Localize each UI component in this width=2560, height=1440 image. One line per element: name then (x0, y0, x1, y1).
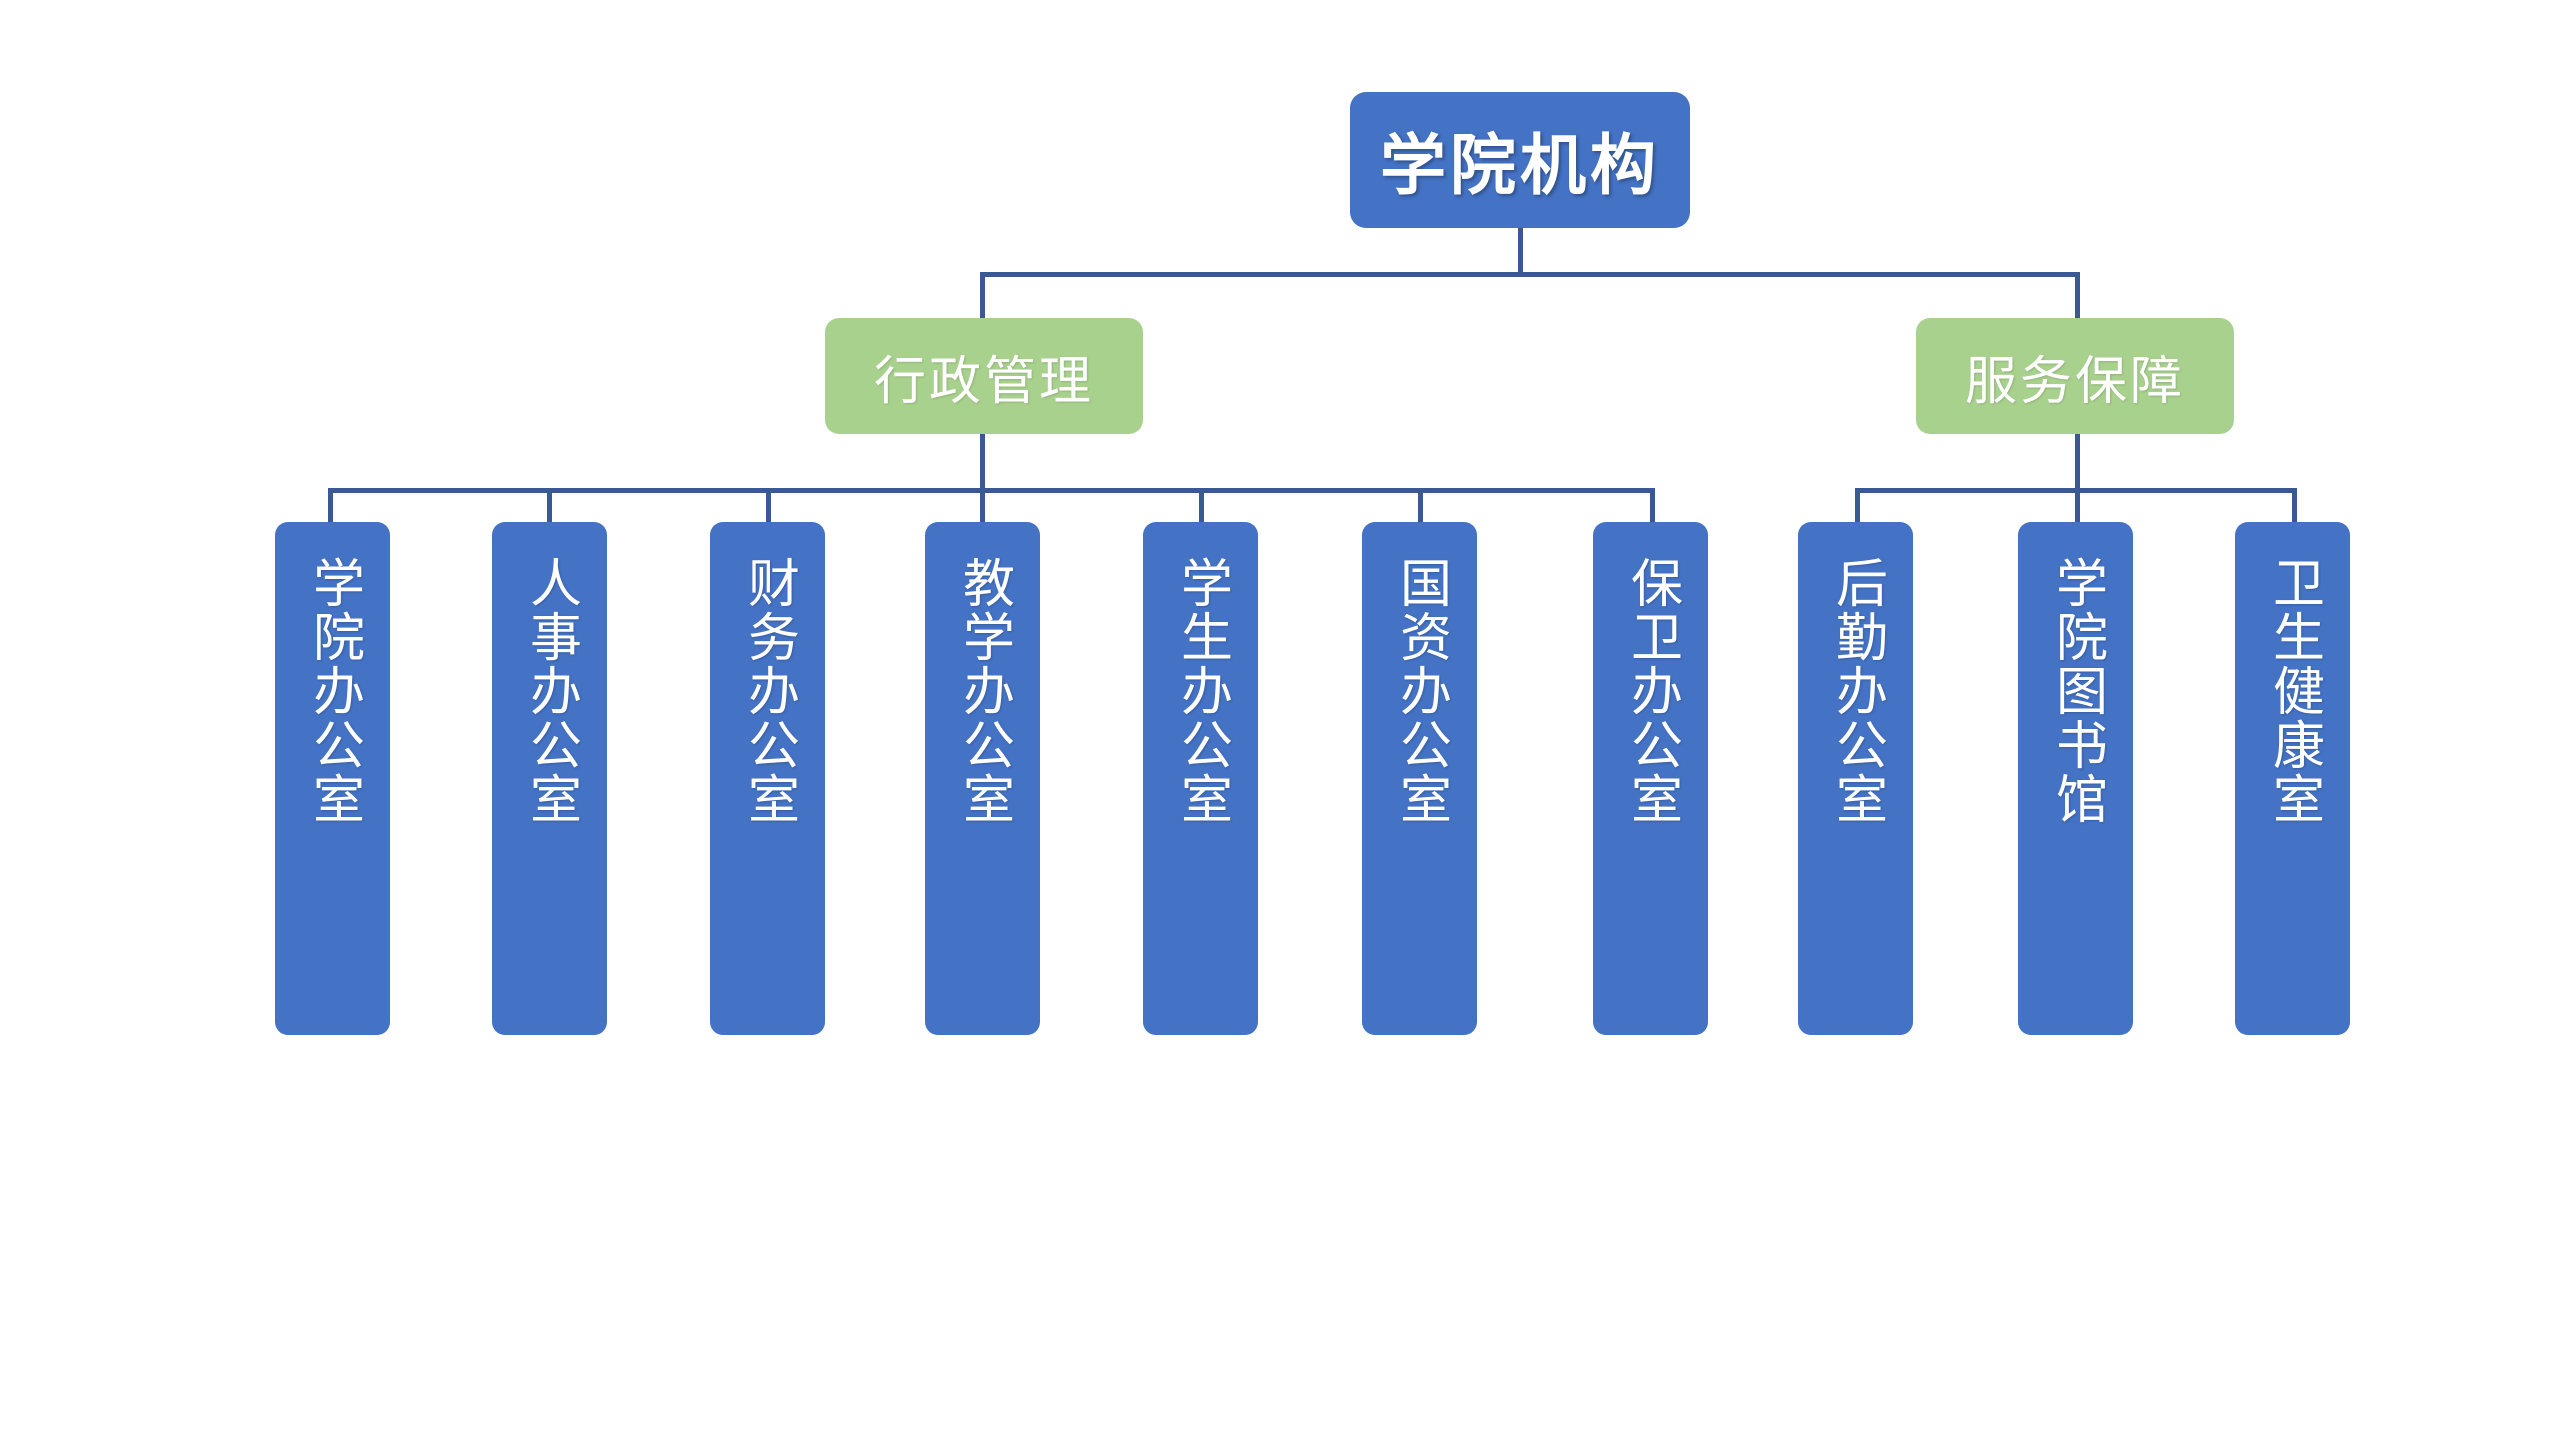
connector-to-branch-1 (2075, 272, 2080, 318)
branch-node-label: 行政管理 (873, 353, 1094, 411)
leaf-node-label: 卫生健康室 (2264, 556, 2322, 826)
leaf-node-finance-office[interactable]: 财务办公室 (710, 522, 825, 1035)
leaf-node-security-office[interactable]: 保卫办公室 (1593, 522, 1708, 1035)
leaf-node-teaching-office[interactable]: 教学办公室 (925, 522, 1040, 1035)
connector-to-leaf-5 (1418, 488, 1423, 522)
leaf-node-college-library[interactable]: 学院图书馆 (2018, 522, 2133, 1035)
connector-leafbar-left (328, 488, 1653, 493)
leaf-node-label: 学院办公室 (304, 556, 362, 826)
leaf-node-label: 财务办公室 (739, 556, 797, 826)
connector-to-leaf-6 (1650, 488, 1655, 522)
connector-root-stem (1518, 228, 1523, 274)
connector-to-leaf-7 (1855, 488, 1860, 522)
connector-leafbar-right (1855, 488, 2295, 493)
connector-to-leaf-9 (2292, 488, 2297, 522)
leaf-node-health-room[interactable]: 卫生健康室 (2235, 522, 2350, 1035)
branch-node-service[interactable]: 服务保障 (1916, 318, 2234, 434)
connector-level2-bar (980, 272, 2080, 277)
connector-to-leaf-4 (1199, 488, 1204, 522)
connector-to-leaf-0 (328, 488, 333, 522)
root-node[interactable]: 学院机构 (1350, 92, 1690, 228)
leaf-node-label: 教学办公室 (954, 556, 1012, 826)
leaf-node-label: 保卫办公室 (1622, 556, 1680, 826)
connector-to-leaf-1 (547, 488, 552, 522)
leaf-node-logistics-office[interactable]: 后勤办公室 (1798, 522, 1913, 1035)
leaf-node-student-office[interactable]: 学生办公室 (1143, 522, 1258, 1035)
branch-node-label: 服务保障 (1964, 353, 2185, 411)
connector-branch-0-stem (980, 434, 985, 490)
leaf-node-hr-office[interactable]: 人事办公室 (492, 522, 607, 1035)
leaf-node-college-office[interactable]: 学院办公室 (275, 522, 390, 1035)
connector-to-leaf-3 (980, 488, 985, 522)
leaf-node-label: 国资办公室 (1391, 556, 1449, 826)
root-node-label: 学院机构 (1380, 130, 1660, 203)
leaf-node-label: 后勤办公室 (1827, 556, 1885, 826)
connector-to-leaf-2 (766, 488, 771, 522)
connector-branch-1-stem (2075, 434, 2080, 522)
leaf-node-label: 人事办公室 (521, 556, 579, 826)
leaf-node-state-assets-office[interactable]: 国资办公室 (1362, 522, 1477, 1035)
leaf-node-label: 学生办公室 (1172, 556, 1230, 826)
leaf-node-label: 学院图书馆 (2047, 556, 2105, 826)
connector-to-branch-0 (980, 272, 985, 318)
branch-node-administrative[interactable]: 行政管理 (825, 318, 1143, 434)
